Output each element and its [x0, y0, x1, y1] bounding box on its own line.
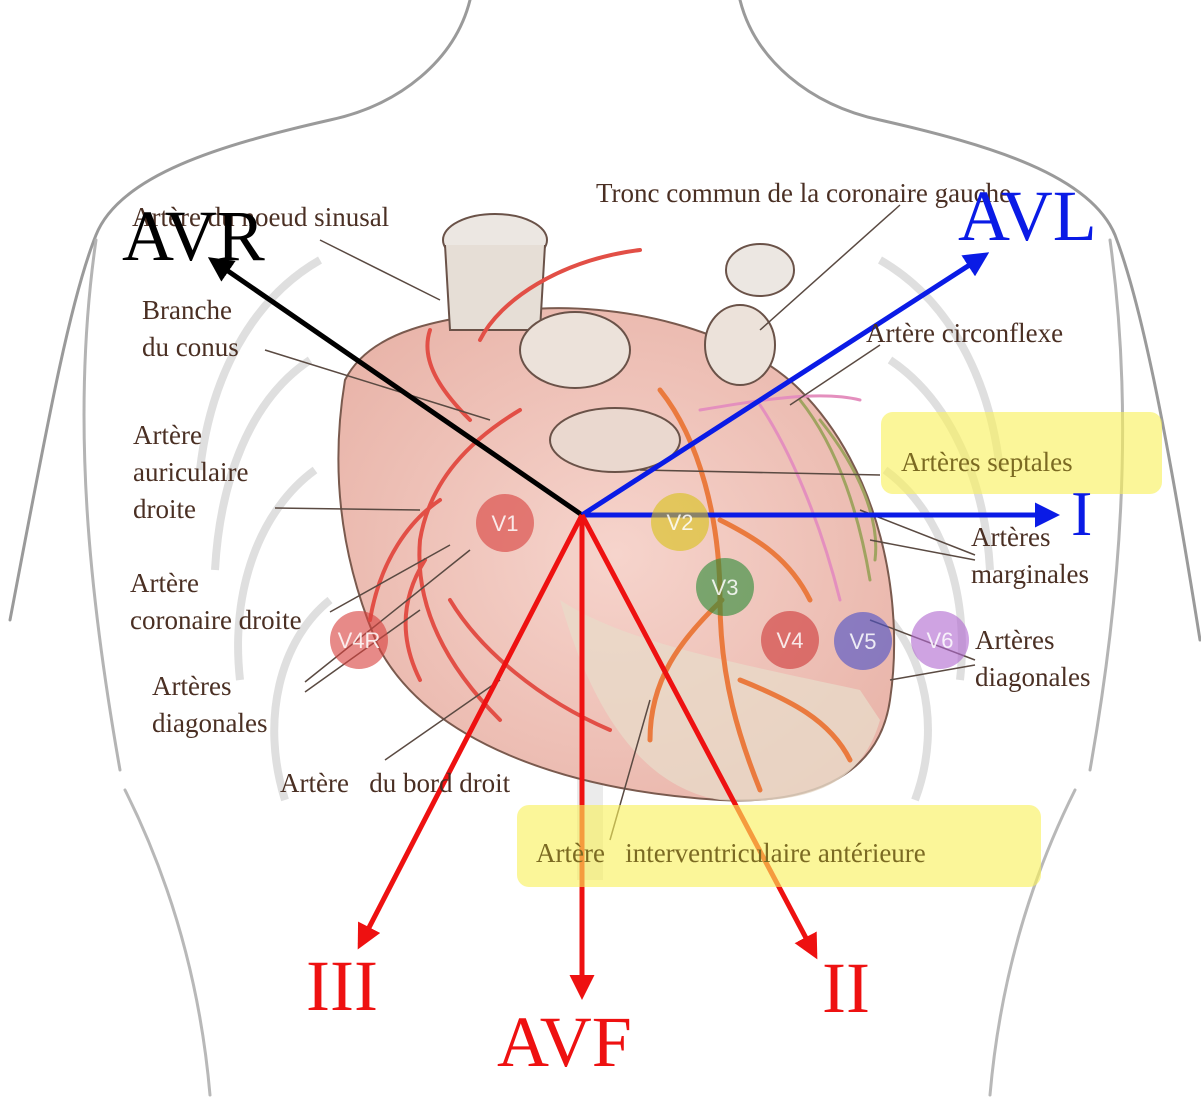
- lead-avf: AVF: [497, 1006, 632, 1078]
- label-lad: Artère interventriculaire antérieure: [536, 835, 926, 872]
- lead-ii: II: [822, 952, 870, 1024]
- electrode-v3: V3: [696, 558, 754, 616]
- heart-illustration: [338, 214, 894, 801]
- lead-iii: III: [306, 950, 378, 1022]
- electrode-v4r: V4R: [330, 611, 388, 669]
- label-acute-marginal: Artère du bord droit: [280, 765, 510, 802]
- electrode-label: V1: [492, 511, 519, 536]
- electrode-label: V5: [850, 629, 877, 654]
- electrode-v1: V1: [476, 494, 534, 552]
- label-circumflex: Artère circonflexe: [866, 315, 1063, 352]
- electrode-label: V6: [927, 628, 954, 653]
- electrode-v2: V2: [651, 493, 709, 551]
- electrode-label: V3: [712, 575, 739, 600]
- electrode-v5: V5: [834, 612, 892, 670]
- electrode-label: V4: [777, 628, 804, 653]
- lead-avr: AVR: [122, 200, 265, 272]
- label-septal: Artères septales: [901, 444, 1073, 481]
- lead-avl: AVL: [958, 180, 1097, 252]
- electrode-label: V4R: [338, 628, 381, 653]
- electrode-v4: V4: [761, 611, 819, 669]
- lead-i: I: [1071, 482, 1092, 546]
- electrode-v6: V6: [911, 611, 969, 669]
- label-left-main: Tronc commun de la coronaire gauche: [596, 175, 1011, 212]
- electrode-label: V2: [667, 510, 694, 535]
